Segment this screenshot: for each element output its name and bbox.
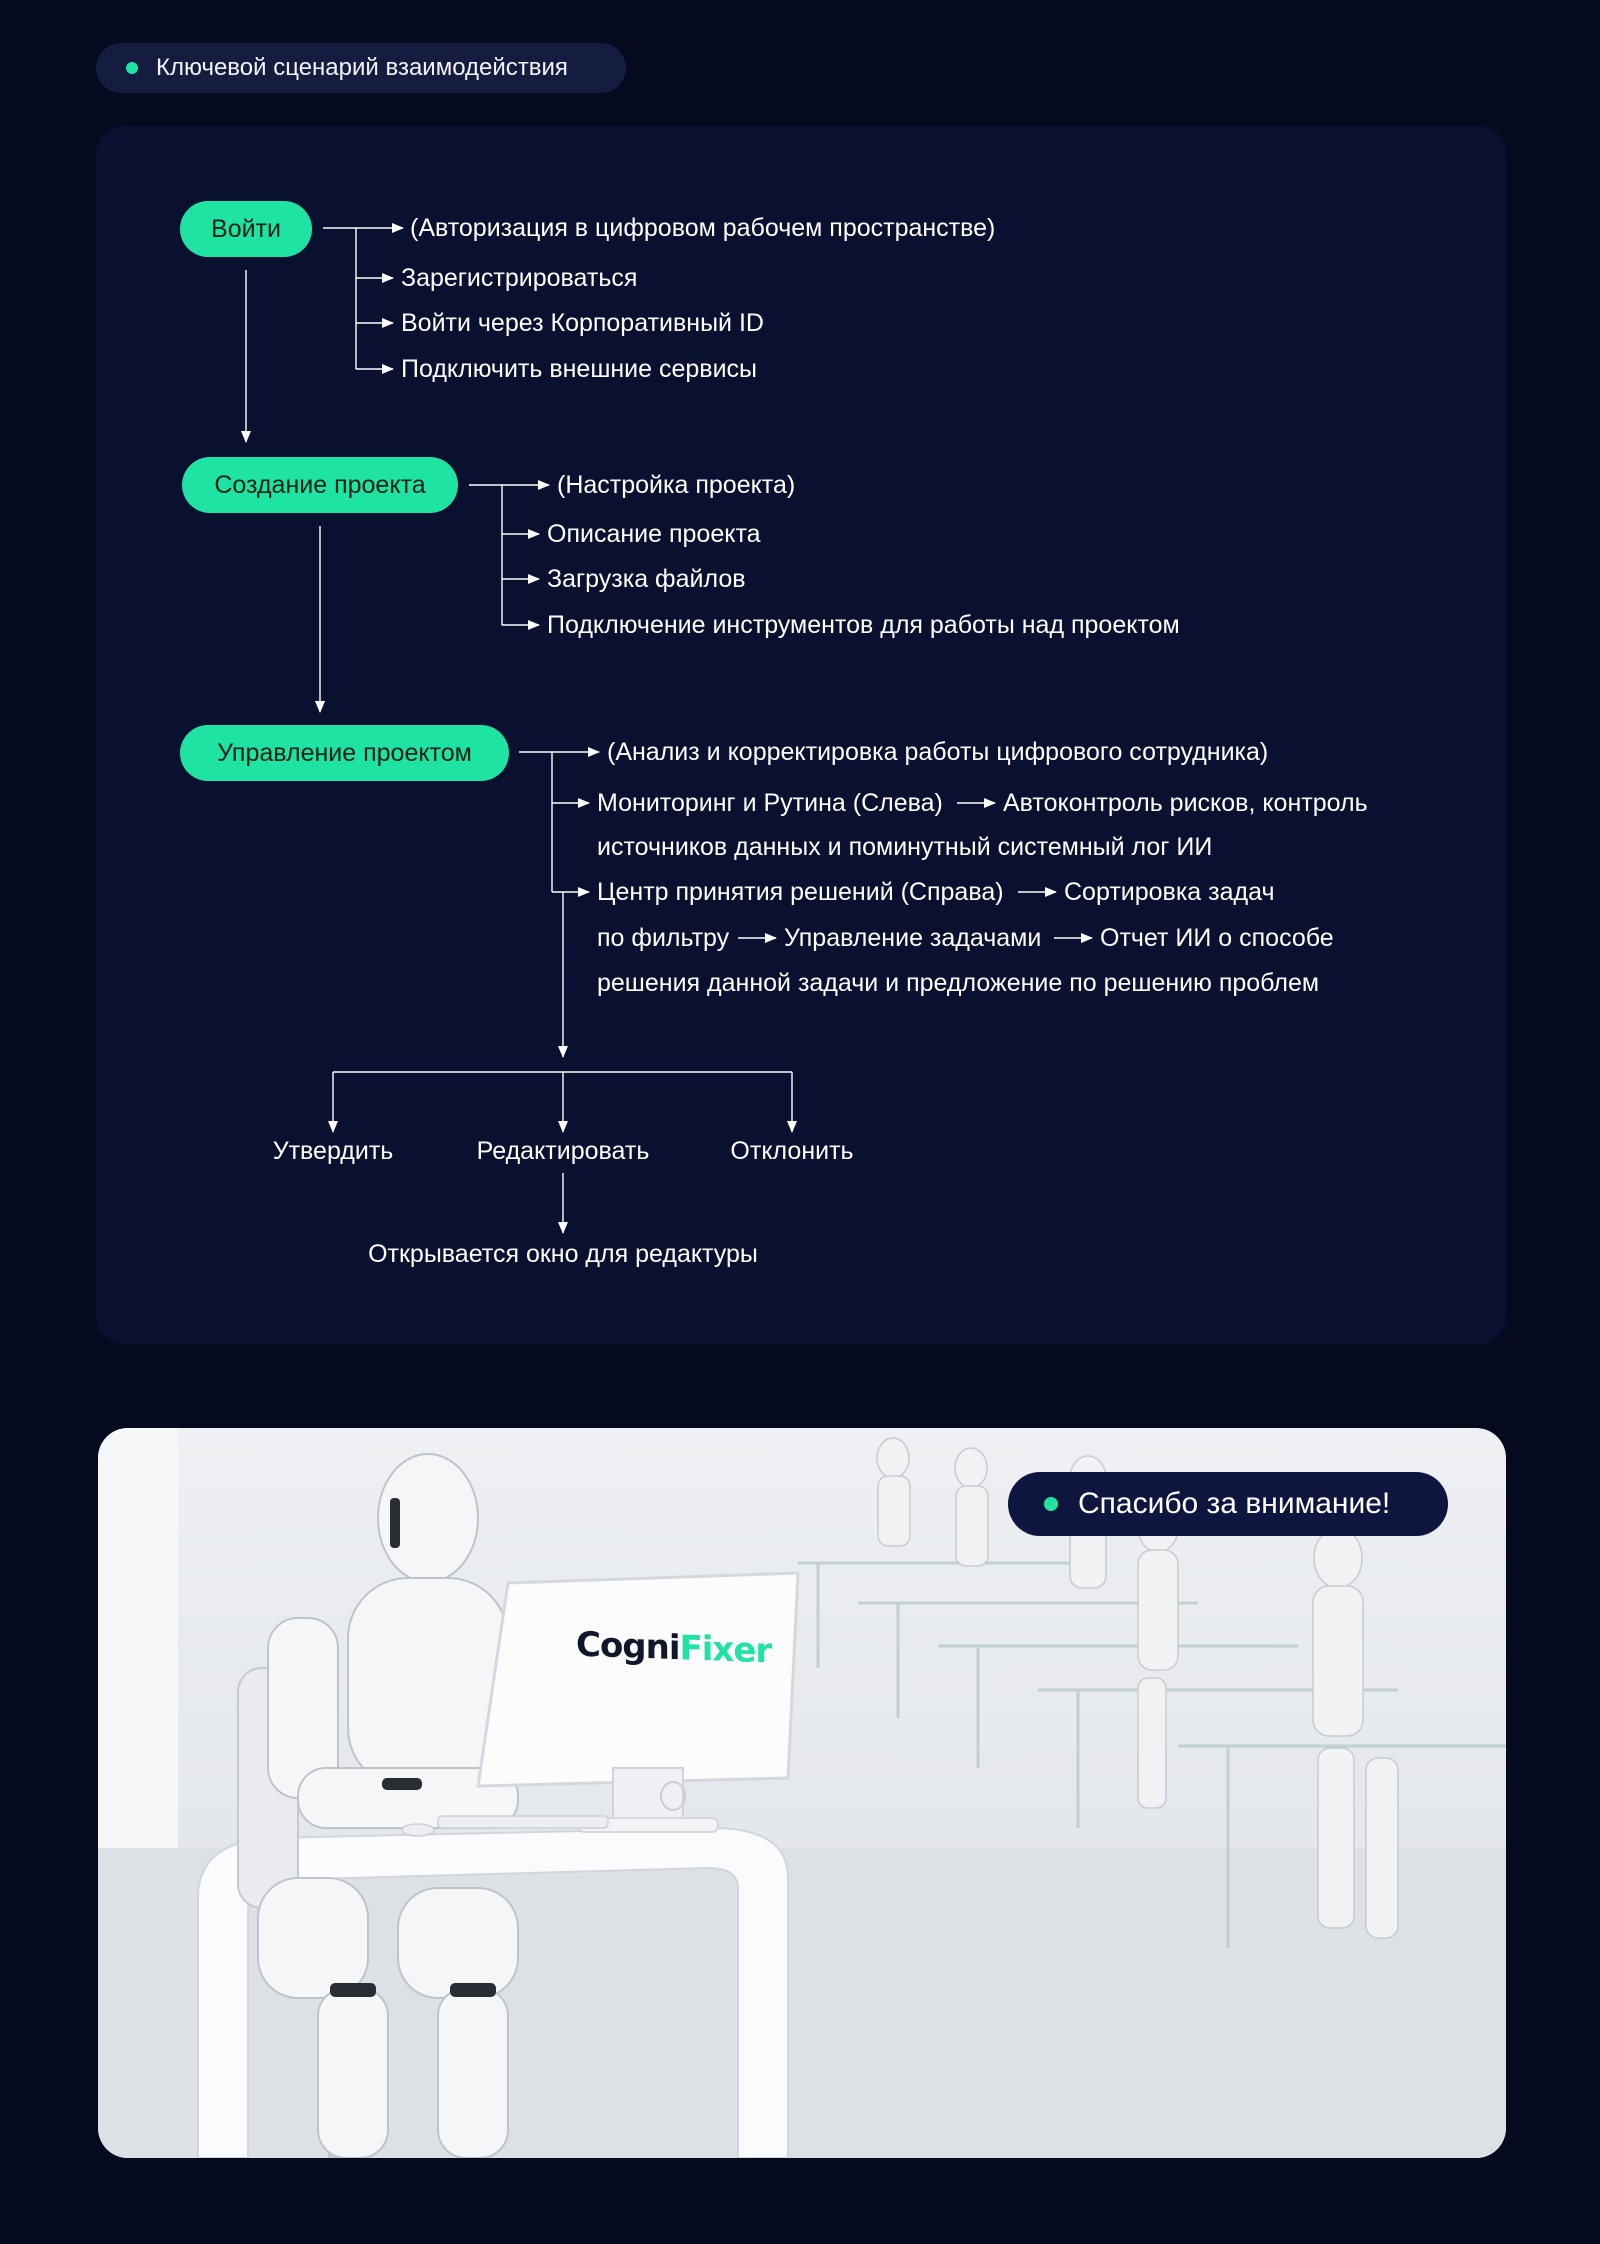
node-login-label: Войти	[211, 214, 281, 243]
thanks-badge: Спасибо за внимание!	[1008, 1472, 1448, 1536]
node-create-label: Создание проекта	[214, 470, 426, 499]
node-login: Войти	[180, 201, 312, 257]
decision-line1-b: Сортировка задач	[1064, 878, 1275, 906]
action-edit: Редактировать	[476, 1137, 650, 1165]
node-manage-label: Управление проектом	[217, 738, 472, 767]
logo-part-cogni: Cogni	[576, 1624, 680, 1669]
robot-office-photo	[98, 1428, 1506, 2158]
create-item-tools: Подключение инструментов для работы над …	[547, 611, 1180, 639]
login-item-corporate-id: Войти через Корпоративный ID	[401, 309, 764, 337]
section-title: Ключевой сценарий взаимодействия	[156, 54, 568, 81]
monitor-line2: источников данных и поминутный системный…	[597, 833, 1213, 861]
bullet-dot-icon	[126, 62, 138, 74]
monitor-line1-a: Мониторинг и Рутина (Слева)	[597, 789, 943, 817]
decision-line3: решения данной задачи и предложение по р…	[597, 969, 1320, 997]
flow-connectors	[241, 223, 1093, 1234]
node-create-project: Создание проекта	[182, 457, 458, 513]
create-item-description: Описание проекта	[547, 520, 761, 548]
login-item-external-services: Подключить внешние сервисы	[401, 355, 758, 383]
section-header: Ключевой сценарий взаимодействия	[96, 43, 626, 93]
logo-part-fixer: Fixer	[679, 1628, 772, 1672]
decision-line1-a: Центр принятия решений (Справа)	[597, 878, 1004, 906]
decision-line2-b: Управление задачами	[784, 924, 1042, 952]
action-approve: Утвердить	[272, 1137, 394, 1165]
login-item-register: Зарегистрироваться	[401, 264, 638, 292]
cognifixer-logo: CogniFixer	[576, 1625, 771, 1672]
manage-note: (Анализ и корректировка работы цифрового…	[607, 738, 1269, 766]
node-manage-project: Управление проектом	[180, 725, 509, 781]
login-note: (Авторизация в цифровом рабочем простран…	[410, 214, 996, 242]
monitor-line1-b: Автоконтроль рисков, контроль	[1003, 789, 1368, 817]
action-edit-result: Открывается окно для редактуры	[368, 1240, 758, 1268]
decision-line2-c: Отчет ИИ о способе	[1100, 924, 1334, 952]
bullet-dot-icon	[1044, 1497, 1058, 1511]
decision-line2-a: по фильтру	[597, 924, 730, 952]
create-note: (Настройка проекта)	[557, 471, 796, 499]
thanks-text: Спасибо за внимание!	[1078, 1487, 1391, 1520]
action-reject: Отклонить	[730, 1137, 854, 1165]
robot-office-illustration	[98, 1428, 1506, 2158]
create-item-upload: Загрузка файлов	[547, 565, 746, 593]
